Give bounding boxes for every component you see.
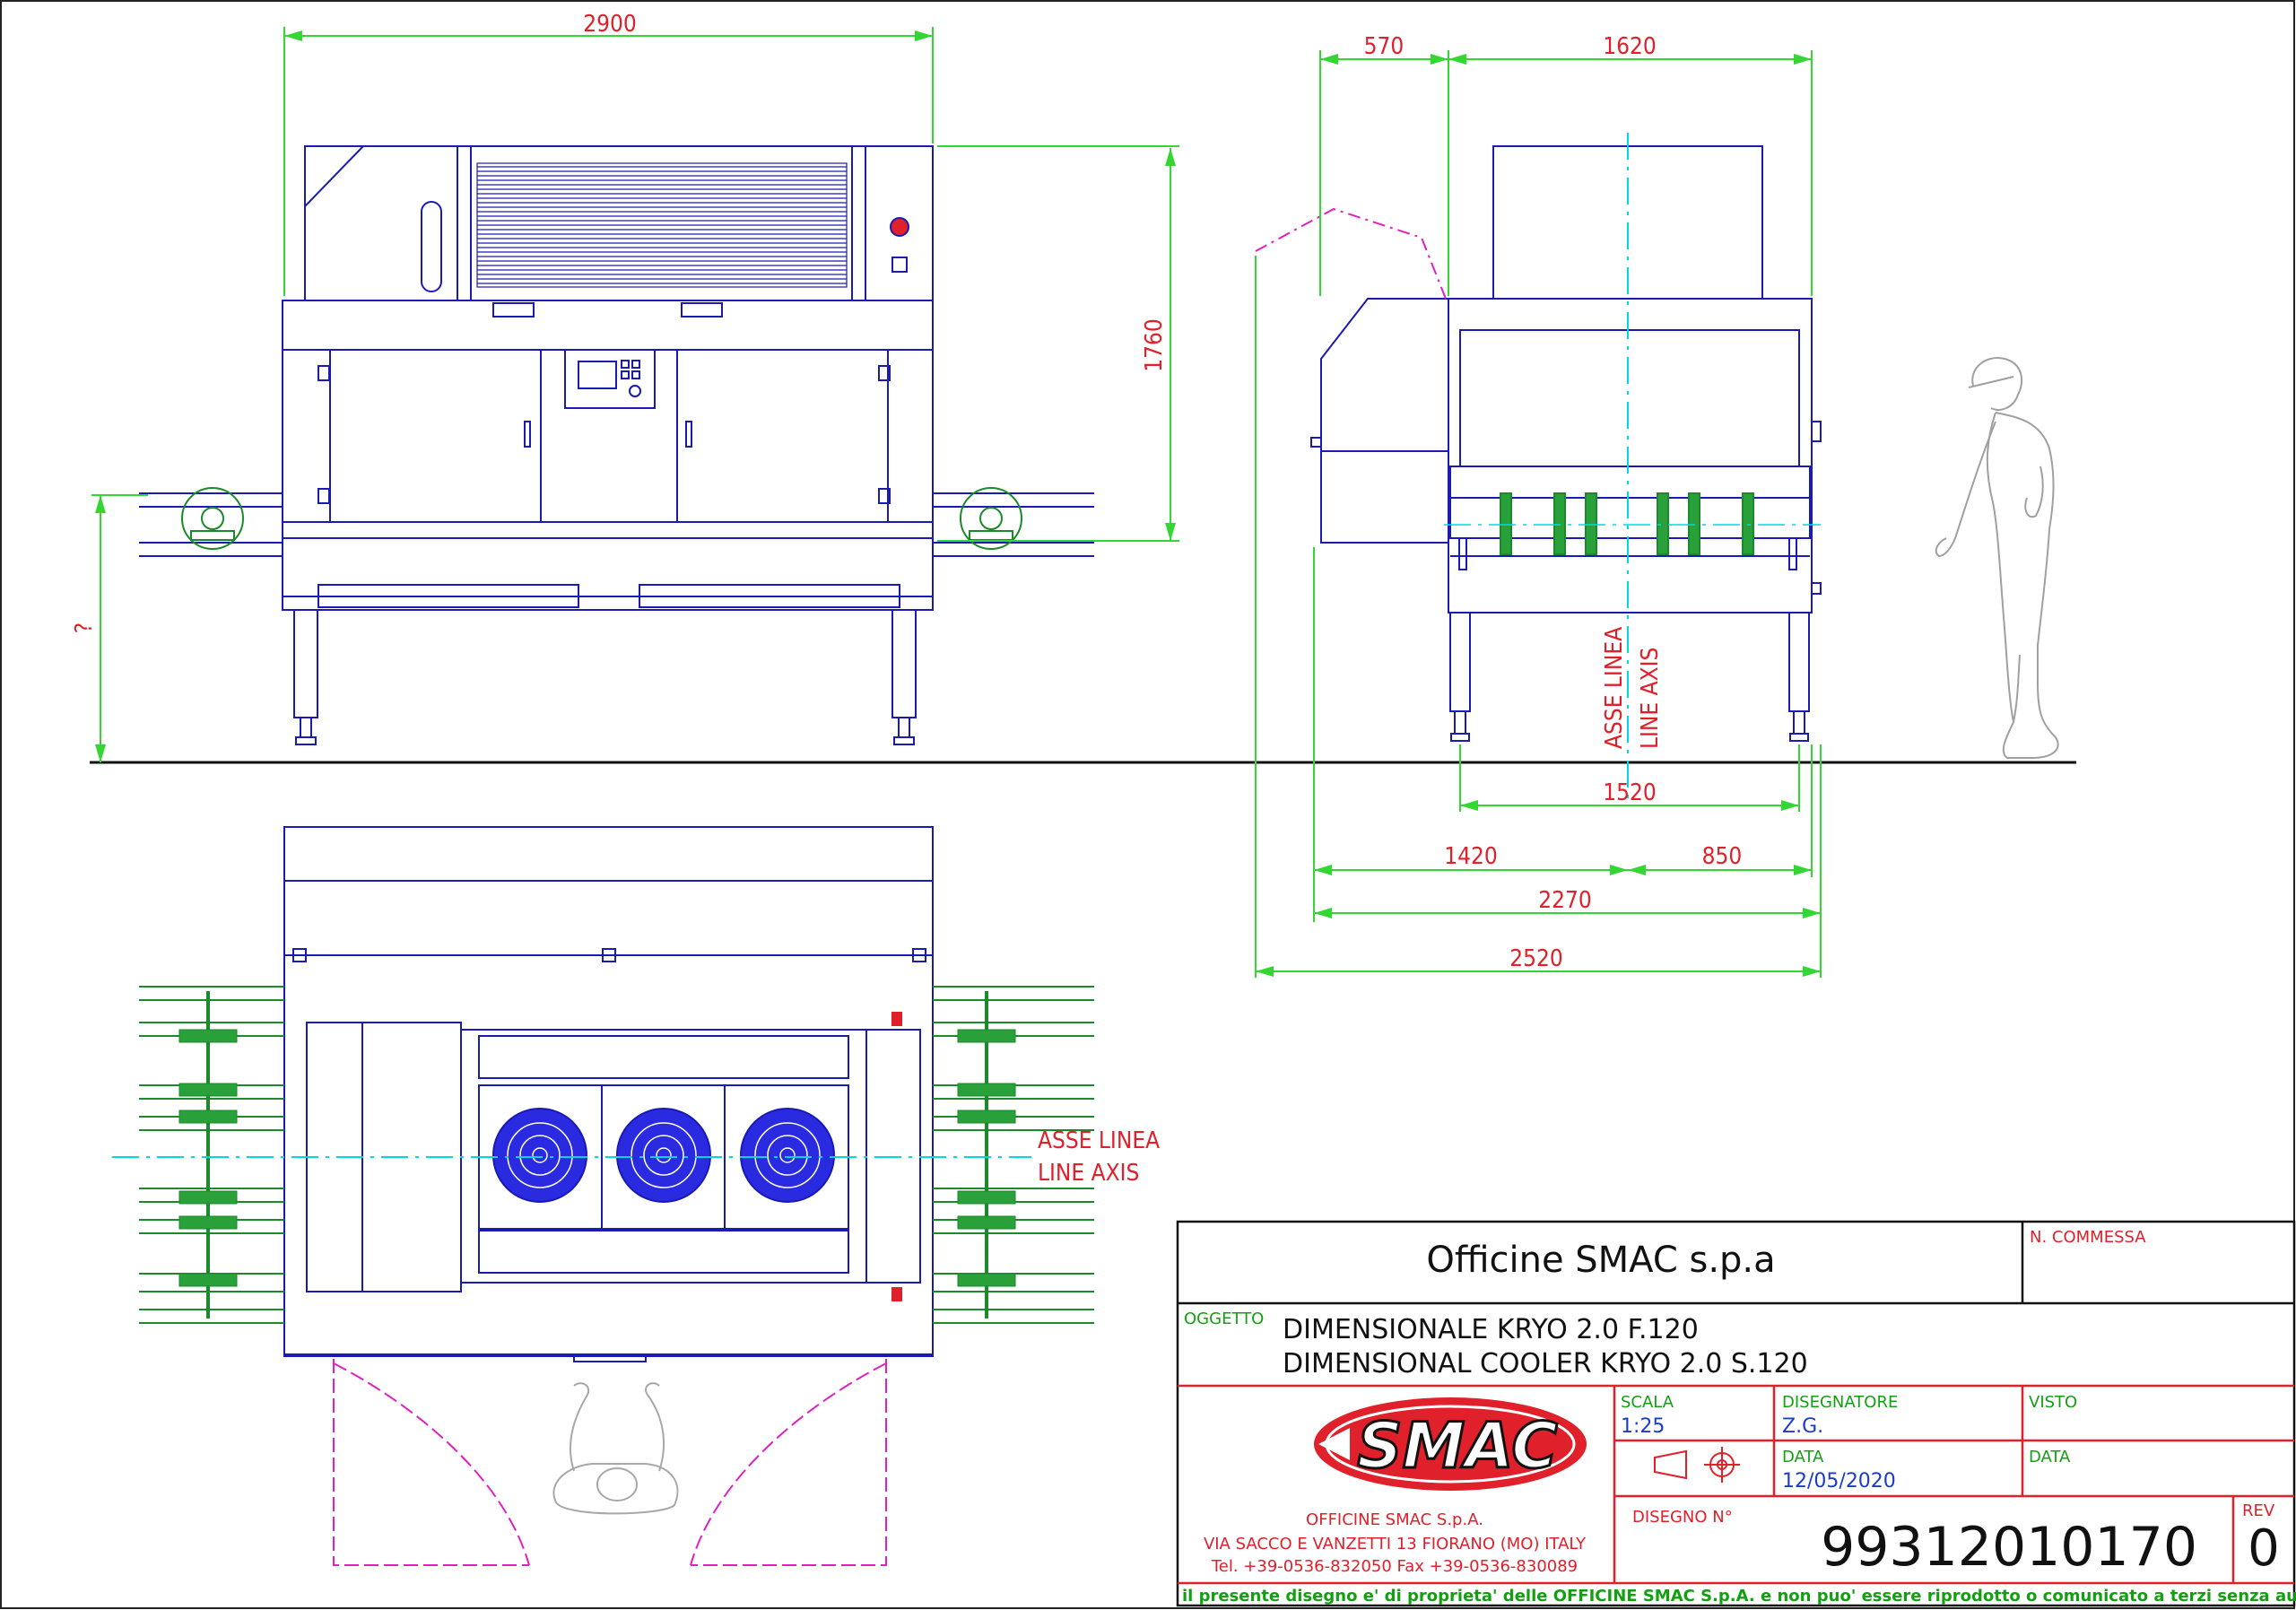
dim-side-850: 850: [1702, 843, 1743, 870]
visto-label: VISTO: [2029, 1393, 2077, 1412]
operator-top-figure: [552, 1382, 679, 1515]
side-cover-swing: [1255, 207, 1447, 300]
company-name: Officine SMAC s.p.a: [1426, 1240, 1775, 1281]
top-indicator: [891, 1012, 902, 1026]
top-roller-blocks: [178, 1029, 1016, 1287]
side-axis-label-it: ASSE LINEA: [1601, 627, 1628, 749]
rev-value: 0: [2248, 1519, 2280, 1578]
side-rollers: [1500, 492, 1754, 555]
fan-icon: [616, 1108, 711, 1203]
fan-blades: [507, 1122, 821, 1188]
fan-icon: [740, 1108, 835, 1203]
top-axis-label-en: LINE AXIS: [1038, 1160, 1139, 1187]
dim-side-1620: 1620: [1603, 33, 1657, 60]
operator-figure: [1935, 357, 2059, 759]
side-view: [1310, 145, 1822, 742]
disegno-label: DISEGNO N°: [1632, 1508, 1733, 1527]
oggetto-line-1: DIMENSIONALE KRYO 2.0 F.120: [1283, 1314, 1699, 1345]
dim-side-2270: 2270: [1538, 887, 1592, 914]
dim-unknown: ?: [71, 622, 98, 633]
svg-text:SMAC: SMAC: [1357, 1409, 1557, 1483]
footer-note: il presente disegno e' di proprieta' del…: [1182, 1587, 2296, 1606]
oggetto-line-2: DIMENSIONAL COOLER KRYO 2.0 S.120: [1283, 1348, 1808, 1379]
scala-label: SCALA: [1621, 1393, 1674, 1412]
top-view-fans: [492, 1108, 835, 1203]
dim-side-1520: 1520: [1603, 779, 1657, 806]
title-block: [1176, 1220, 2296, 1607]
side-dimensions: [1255, 50, 1822, 978]
top-indicator-2: [891, 1287, 902, 1301]
top-axis-label-it: ASSE LINEA: [1038, 1127, 1160, 1154]
side-axis-label-en: LINE AXIS: [1637, 648, 1664, 749]
dim-side-570: 570: [1364, 33, 1405, 60]
oggetto-label: OGGETTO: [1184, 1310, 1264, 1328]
dim-side-1420: 1420: [1444, 843, 1498, 870]
data2-label: DATA: [2029, 1448, 2071, 1466]
door-swings: [333, 1359, 887, 1566]
dim-height: 1760: [1141, 318, 1168, 372]
projection-symbol-icon: [1654, 1447, 1740, 1483]
conveyor-pulleys: [181, 487, 1022, 550]
address-line-2: VIA SACCO E VANZETTI 13 FIORANO (MO) ITA…: [1204, 1535, 1587, 1553]
fan-icon: [492, 1108, 587, 1203]
top-view: [283, 826, 934, 1362]
address-line-1: OFFICINE SMAC S.p.A.: [1306, 1510, 1483, 1529]
disegnatore-label: DISEGNATORE: [1782, 1393, 1898, 1412]
front-view: [139, 145, 1094, 745]
disegnatore-value: Z.G.: [1782, 1415, 1823, 1438]
dim-side-2520: 2520: [1509, 945, 1563, 972]
rev-label: REV: [2242, 1501, 2275, 1520]
smac-logo: SMAC: [1314, 1397, 1587, 1491]
front-dimensions: [91, 27, 1179, 762]
control-panel: [564, 349, 656, 409]
address-line-3: Tel. +39-0536-832050 Fax +39-0536-830089: [1211, 1557, 1578, 1576]
commessa-label: N. COMMESSA: [2030, 1228, 2146, 1247]
scala-value: 1:25: [1621, 1415, 1665, 1438]
data-value: 12/05/2020: [1782, 1470, 1896, 1493]
data-label: DATA: [1782, 1448, 1824, 1466]
dim-front-width: 2900: [583, 11, 637, 38]
disegno-value: 99312010170: [1821, 1516, 2197, 1579]
emergency-button-icon: [890, 217, 909, 237]
cooling-grille: [476, 162, 848, 288]
